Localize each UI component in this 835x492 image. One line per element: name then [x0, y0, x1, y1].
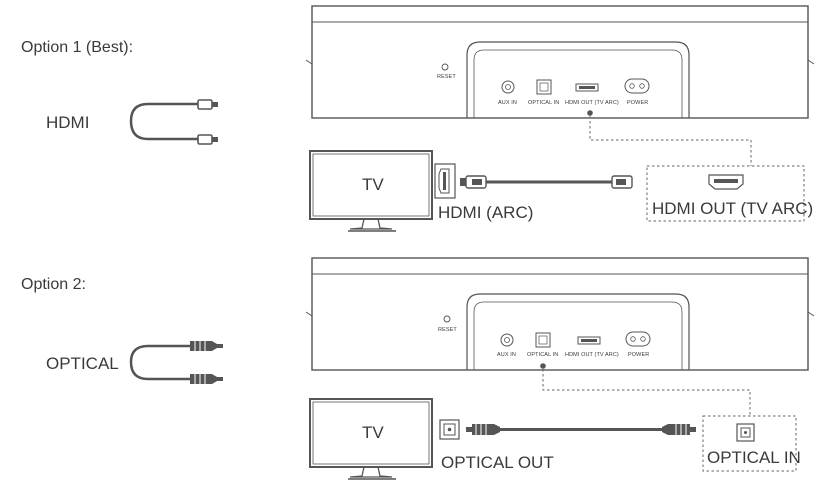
- tv-optical-out-port-icon: [439, 419, 460, 440]
- reset-hole-1: [441, 63, 449, 71]
- hdmi-cable-icon: [129, 99, 218, 145]
- tv1-label: TV: [362, 175, 384, 194]
- soundbar1-port-label: HDMI OUT (TV ARC): [652, 199, 814, 218]
- option1-title: Option 1 (Best):: [21, 39, 134, 56]
- power-socket-icon: [624, 78, 650, 94]
- option2-cable-label: OPTICAL: [46, 354, 119, 373]
- hdmi-cable-connection: [460, 175, 633, 189]
- soundbar-hdmi-callout: [646, 165, 805, 222]
- panel1-optical-label: OPTICAL IN: [528, 100, 560, 106]
- panel1-aux-label: AUX IN: [498, 100, 517, 106]
- option2-title: Option 2:: [21, 276, 86, 293]
- hdmi-out-port-icon: [708, 174, 744, 190]
- tv-hdmi-arc-port-icon: [434, 163, 456, 199]
- panel2-power-label: POWER: [628, 352, 650, 358]
- hdmi-port-icon: [575, 83, 599, 92]
- optical-port-icon: [536, 79, 552, 95]
- panel2-aux-label: AUX IN: [497, 352, 516, 358]
- option1-cable-label: HDMI: [46, 113, 90, 132]
- panel2-reset-label: RESET: [438, 327, 457, 333]
- panel1-hdmi-label: HDMI OUT (TV ARC): [565, 100, 619, 106]
- tv1-port-label: HDMI (ARC): [438, 203, 534, 222]
- soundbar-option2: [305, 257, 815, 371]
- optical-cable-icon: [129, 341, 223, 384]
- tv2-port-label: OPTICAL OUT: [441, 453, 554, 472]
- aux-jack-icon: [501, 80, 515, 94]
- soundbar-optical-callout: [702, 415, 797, 472]
- panel1-reset-label: RESET: [437, 74, 456, 80]
- panel2-optical-label: OPTICAL IN: [527, 352, 559, 358]
- tv2-label: TV: [362, 423, 384, 442]
- soundbar2-port-label: OPTICAL IN: [707, 448, 801, 467]
- panel2-hdmi-label: HDMI OUT (TV ARC): [565, 352, 619, 358]
- soundbar-option1: [305, 5, 815, 119]
- panel1-power-label: POWER: [627, 100, 649, 106]
- optical-cable-connection: [466, 424, 696, 435]
- optical-in-port-icon: [736, 423, 755, 442]
